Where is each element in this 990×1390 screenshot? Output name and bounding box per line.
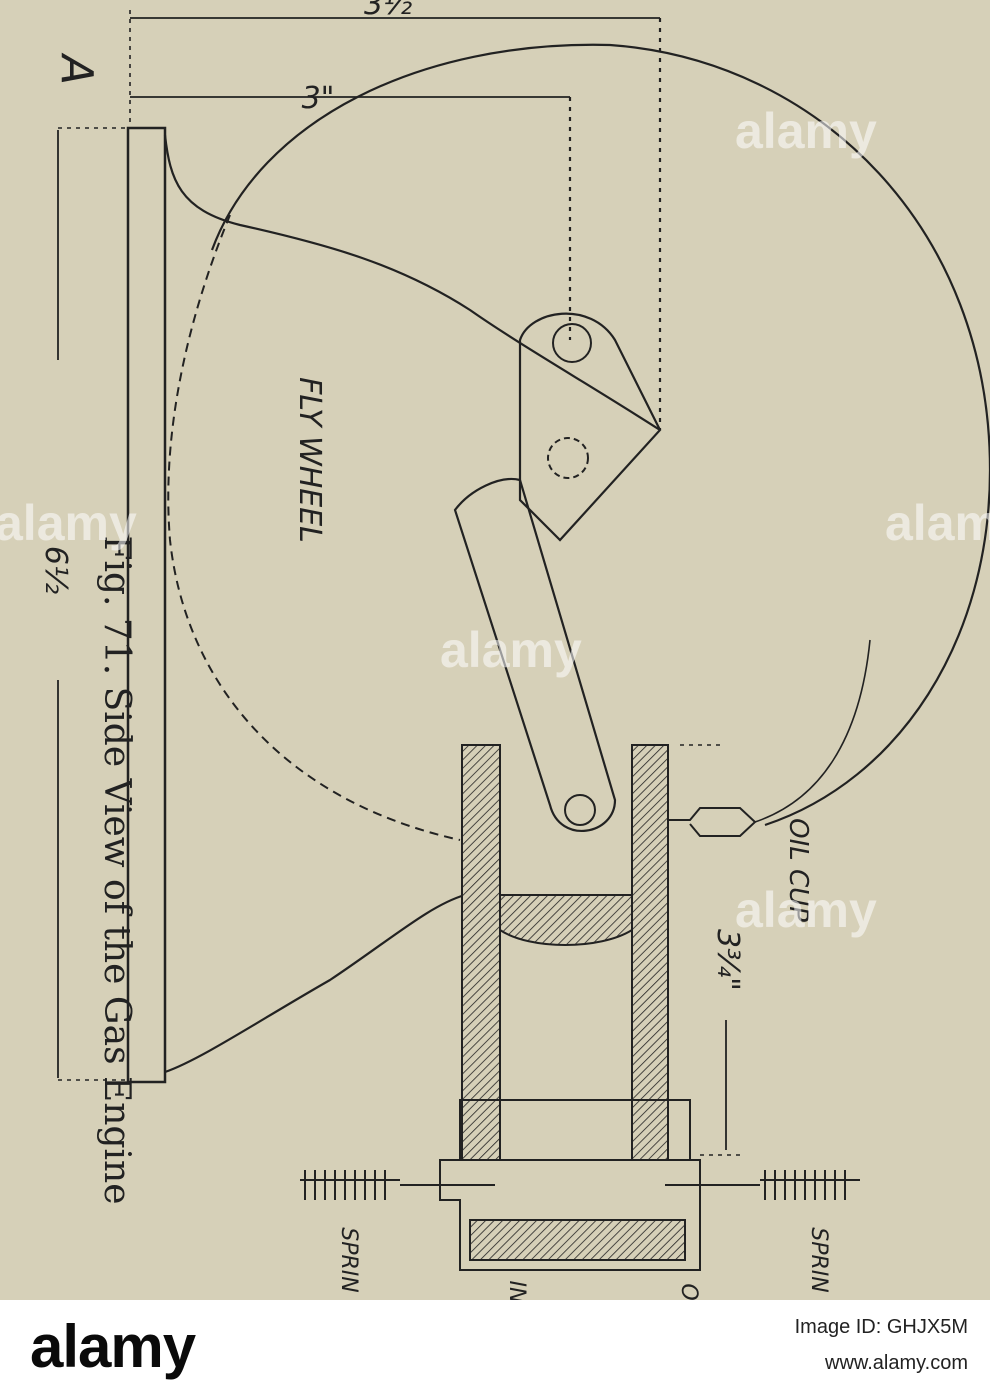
dim-top-outer-label: 3½": [364, 0, 426, 22]
fly-wheel-outline: [210, 43, 990, 827]
spring-left: [300, 1170, 400, 1200]
fly-wheel-hidden-edge: [167, 214, 461, 841]
oil-cup-leader: [754, 639, 871, 823]
footer-image-id: Image ID: GHJX5M: [794, 1316, 968, 1338]
section-mark-label: A: [51, 52, 102, 85]
watermark-mid-bottom: alamy: [735, 882, 877, 938]
footer-site-link: www.alamy.com: [825, 1352, 968, 1374]
watermark-top: alamy: [735, 103, 877, 159]
crank-pin: [552, 323, 592, 363]
oil-cup-label: OIL CUP: [783, 818, 813, 922]
valve-left-label: IN: [504, 1281, 529, 1300]
cylinder-wall-left: [461, 744, 501, 1161]
watermark-center: alamy: [440, 622, 582, 678]
connecting-rod: [453, 477, 617, 832]
piston: [499, 894, 633, 946]
crank-shaft: [547, 437, 589, 479]
valve-chamber: [439, 1159, 701, 1271]
valve-chamber-liner: [469, 1219, 686, 1261]
upper-bracket: [163, 134, 661, 431]
engine-base: [126, 126, 167, 1084]
spring-left-label: SPRIN: [336, 1227, 361, 1292]
valve-right-label: O: [676, 1283, 701, 1300]
spring-right-label: SPRIN: [806, 1227, 831, 1292]
oil-cup: [668, 807, 757, 837]
lower-bracket: [164, 893, 466, 1074]
footer-brand-logo: alamy: [30, 1313, 196, 1380]
figure-caption: Fig. 71. Side View of the Gas Engine: [96, 535, 137, 1204]
fly-wheel-label: FLY WHEEL: [292, 377, 327, 543]
wrist-pin: [564, 794, 596, 826]
dim-top-inner-label: 3": [302, 81, 335, 116]
watermark-right: alamy: [885, 495, 990, 551]
cylinder-wall-right: [631, 744, 669, 1161]
spring-right: [760, 1170, 860, 1200]
gas-engine-diagram: A 3½" 3" 6½ 3¾" FLY WHEEL OIL CUP SPRIN …: [0, 0, 990, 1300]
dim-cylinder-label: 3¾": [710, 929, 745, 991]
dim-base-length-label: 6½: [38, 546, 73, 594]
stock-footer: alamy Image ID: GHJX5M www.alamy.com: [0, 1300, 990, 1390]
watermark-left: alamy: [0, 495, 137, 551]
